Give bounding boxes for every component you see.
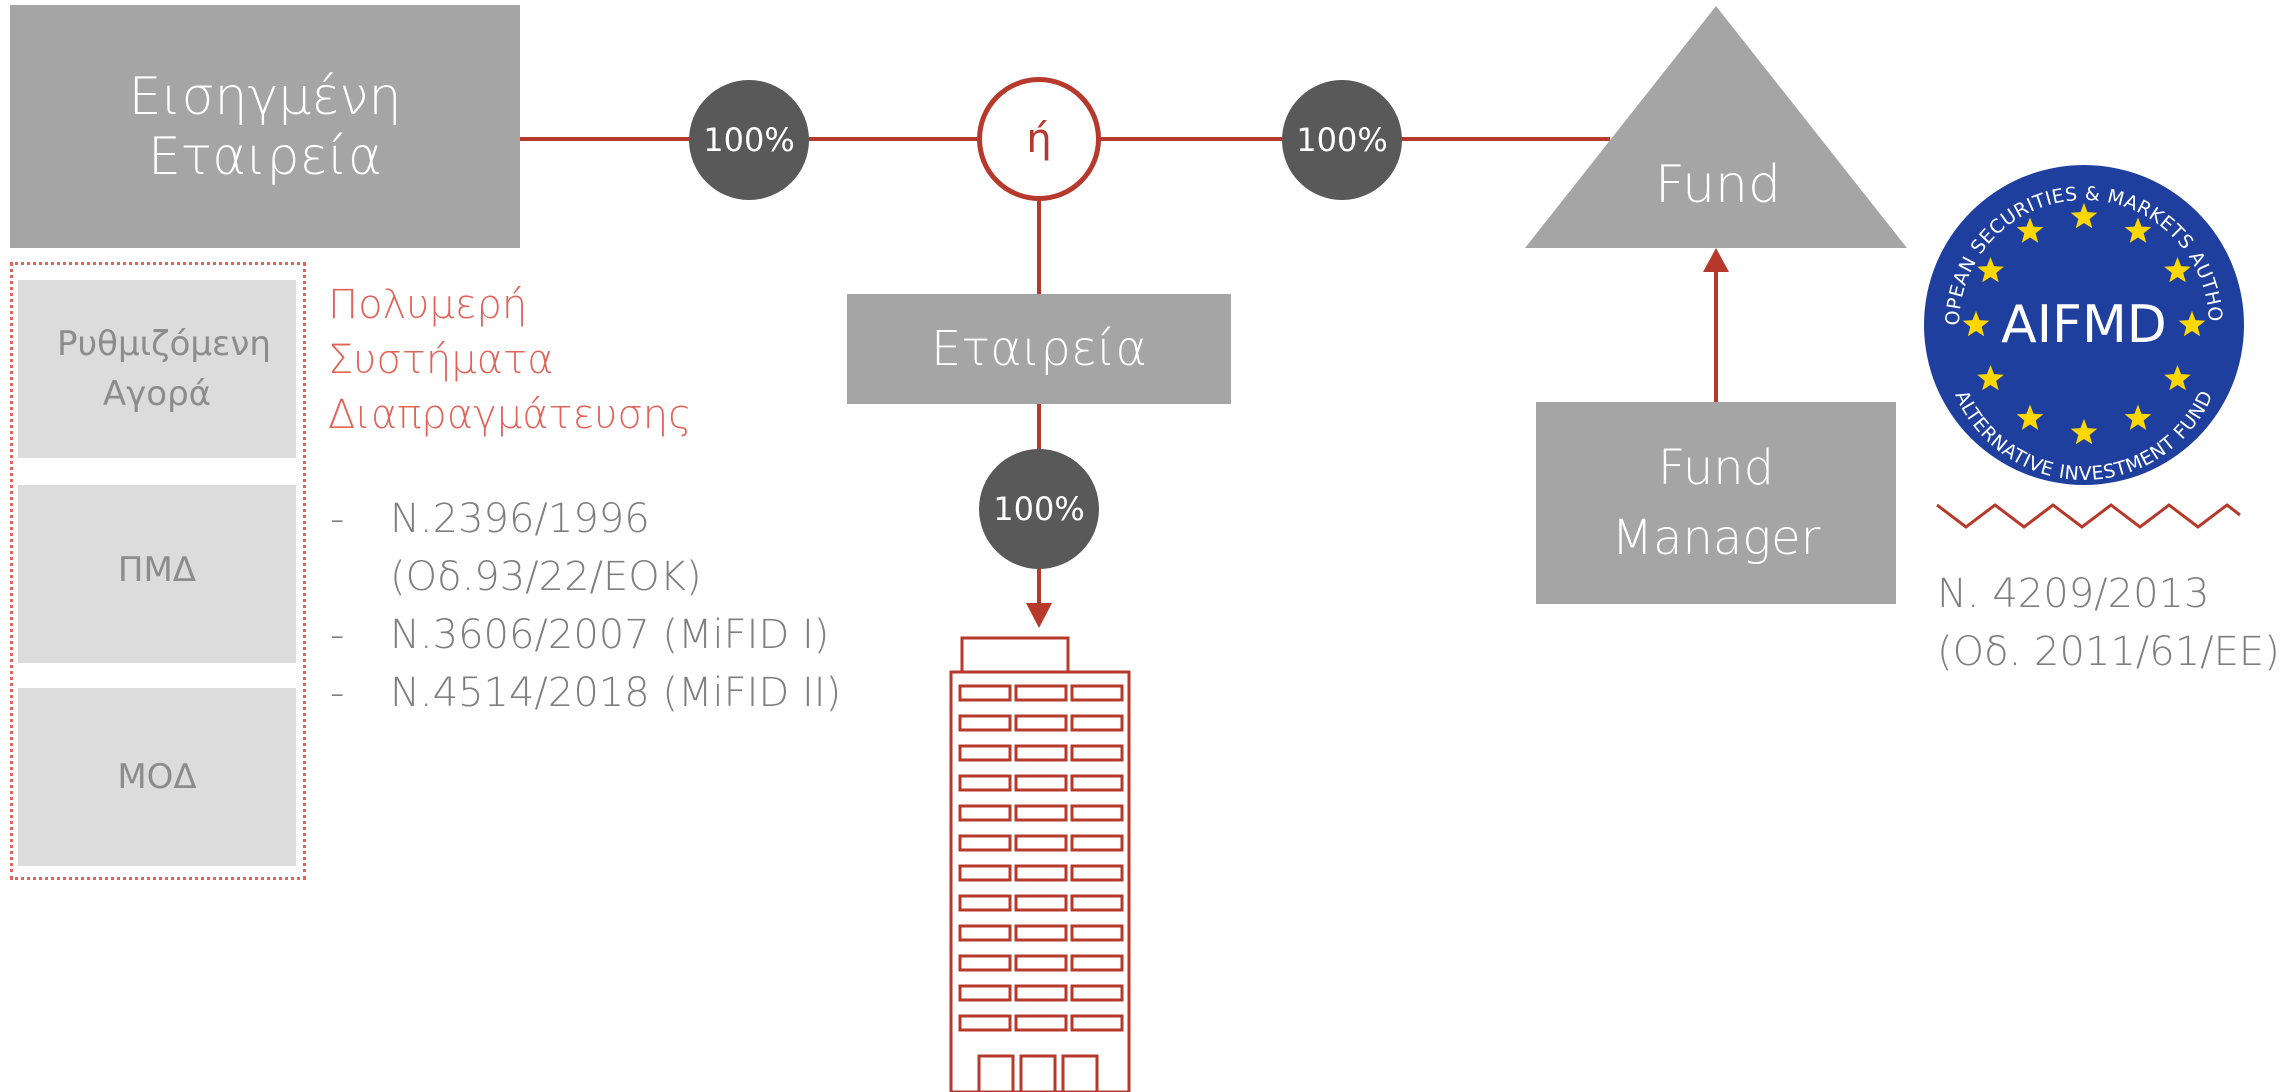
law-item: - N.4514/2018 (MiFID II): [330, 664, 841, 722]
mod-box: ΜΟΔ: [18, 688, 296, 866]
building-window: [958, 774, 1012, 792]
mod-label: ΜΟΔ: [117, 757, 197, 797]
ownership-right-label: 100%: [1296, 121, 1388, 159]
star-icon: [2070, 203, 2098, 229]
building-window: [958, 1014, 1012, 1032]
building-window: [1070, 864, 1124, 882]
law-text: (Οδ.93/22/ΕΟΚ): [390, 554, 702, 600]
ownership-right-circle: 100%: [1282, 80, 1402, 200]
building-window: [958, 894, 1012, 912]
building-window: [1014, 684, 1068, 702]
esma-center-text: AIFMD: [2001, 295, 2167, 355]
building-window: [1070, 954, 1124, 972]
building-window: [1070, 684, 1124, 702]
list-dash: -: [330, 670, 345, 716]
ownership-down-circle: 100%: [979, 449, 1099, 569]
law-item: (Οδ.93/22/ΕΟΚ): [330, 548, 841, 606]
list-dash-empty: [330, 548, 390, 606]
or-label: ή: [1026, 116, 1052, 162]
star-icon: [2124, 217, 2152, 243]
star-icon: [2164, 257, 2191, 283]
ownership-left-label: 100%: [703, 121, 795, 159]
building-window: [1070, 774, 1124, 792]
listed-company-label: Εισηγμένη Εταιρεία: [128, 66, 402, 187]
regulated-market-box: Ρυθμιζόμενη Αγορά: [18, 280, 296, 458]
fund-label: Fund: [1655, 155, 1781, 215]
zigzag-aifmd: [1936, 503, 2241, 529]
list-dash: -: [330, 496, 345, 542]
building-window: [958, 804, 1012, 822]
law-item: - N.3606/2007 (MiFID I): [330, 606, 841, 664]
building-window: [958, 924, 1012, 942]
arrow-down-icon: [1026, 603, 1052, 628]
star-icon: [1977, 365, 2004, 391]
company-label: Εταιρεία: [930, 321, 1148, 377]
ownership-left-circle: 100%: [689, 80, 809, 200]
building-window: [958, 714, 1012, 732]
or-circle: ή: [977, 77, 1101, 201]
list-dash: -: [330, 612, 345, 658]
star-icon: [2124, 404, 2152, 430]
star-icon: [1962, 311, 1990, 337]
building-window: [1070, 744, 1124, 762]
building-window: [958, 684, 1012, 702]
building-window: [1070, 804, 1124, 822]
building-window: [1014, 924, 1068, 942]
building-window: [1070, 1014, 1124, 1032]
building-window: [958, 984, 1012, 1002]
building-window: [1014, 804, 1068, 822]
star-icon: [2178, 311, 2206, 337]
building-window: [1014, 744, 1068, 762]
star-icon: [2070, 419, 2098, 445]
law-item: - N.2396/1996: [330, 490, 841, 548]
arrow-up-icon: [1703, 248, 1729, 272]
company-box: Εταιρεία: [847, 294, 1231, 404]
trading-venues-group: [10, 262, 306, 880]
mtf-law-list: - N.2396/1996 (Οδ.93/22/ΕΟΚ) - N.3606/20…: [330, 490, 841, 722]
law-text: N.4514/2018 (MiFID II): [390, 670, 842, 716]
building-window: [1014, 954, 1068, 972]
building-window: [1014, 864, 1068, 882]
building-window: [1014, 834, 1068, 852]
star-icon: [2016, 404, 2044, 430]
star-icon: [2016, 217, 2044, 243]
building-window: [1014, 984, 1068, 1002]
building-window: [958, 834, 1012, 852]
building-window: [1070, 714, 1124, 732]
ownership-down-label: 100%: [993, 490, 1085, 528]
law-text: N.3606/2007 (MiFID I): [390, 612, 830, 658]
star-icon: [2164, 365, 2191, 391]
fund-manager-line1: Fund: [1657, 440, 1775, 496]
fund-manager-line2: Manager: [1611, 510, 1821, 566]
building-window: [1014, 1014, 1068, 1032]
pmd-label: ΠΜΔ: [117, 550, 197, 590]
aifmd-law-line2: (Οδ. 2011/61/ΕΕ): [1937, 629, 2280, 675]
building-window: [1014, 774, 1068, 792]
building-window: [1070, 924, 1124, 942]
building-window: [958, 954, 1012, 972]
mtf-title: Πολυμερή Συστήματα Διαπραγμάτευσης: [328, 278, 692, 443]
fund-triangle: [1525, 6, 1907, 248]
building-window: [1070, 894, 1124, 912]
mtf-title-line: Συστήματα: [328, 337, 554, 383]
law-text: N.2396/1996: [390, 496, 650, 542]
mtf-title-line: Πολυμερή: [328, 282, 528, 328]
aifmd-law: N. 4209/2013 (Οδ. 2011/61/ΕΕ): [1937, 565, 2280, 681]
building-icon: [949, 636, 1131, 1092]
regulated-market-label: Ρυθμιζόμενη Αγορά: [57, 324, 271, 414]
mtf-title-line: Διαπραγμάτευσης: [328, 392, 692, 438]
building-window: [1070, 984, 1124, 1002]
aifmd-law-line1: N. 4209/2013: [1937, 571, 2210, 617]
fund-manager-box: Fund Manager: [1536, 402, 1896, 604]
star-icon: [1977, 257, 2004, 283]
building-window: [1070, 834, 1124, 852]
pmd-box: ΠΜΔ: [18, 485, 296, 663]
building-window: [1014, 714, 1068, 732]
building-window: [958, 864, 1012, 882]
listed-company-box: Εισηγμένη Εταιρεία: [10, 5, 520, 248]
building-window: [958, 744, 1012, 762]
building-window: [1014, 894, 1068, 912]
